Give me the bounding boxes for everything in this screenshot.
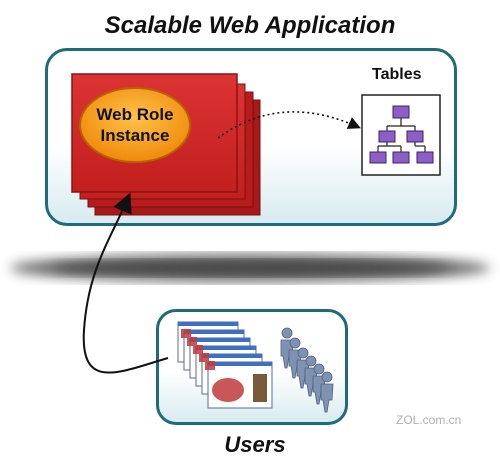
cloud-separator [10,254,490,282]
browser-windows-icon [177,321,273,409]
tables-label: Tables [372,66,422,83]
web-role-label-line1: Web Role [96,105,174,124]
users-to-role-arrow [82,192,169,374]
people-crowd-icon [280,327,334,413]
web-role-instance-label: Web Role Instance [82,104,188,146]
diagram-title: Scalable Web Application [104,12,396,39]
users-label: Users [224,432,286,457]
tables-hierarchy-icon [361,94,441,176]
watermark-text: ZOL.com.cn [396,413,462,427]
role-to-tables-arrow [217,111,361,139]
web-role-label-line2: Instance [100,126,170,145]
web-role-ellipse [79,87,191,163]
